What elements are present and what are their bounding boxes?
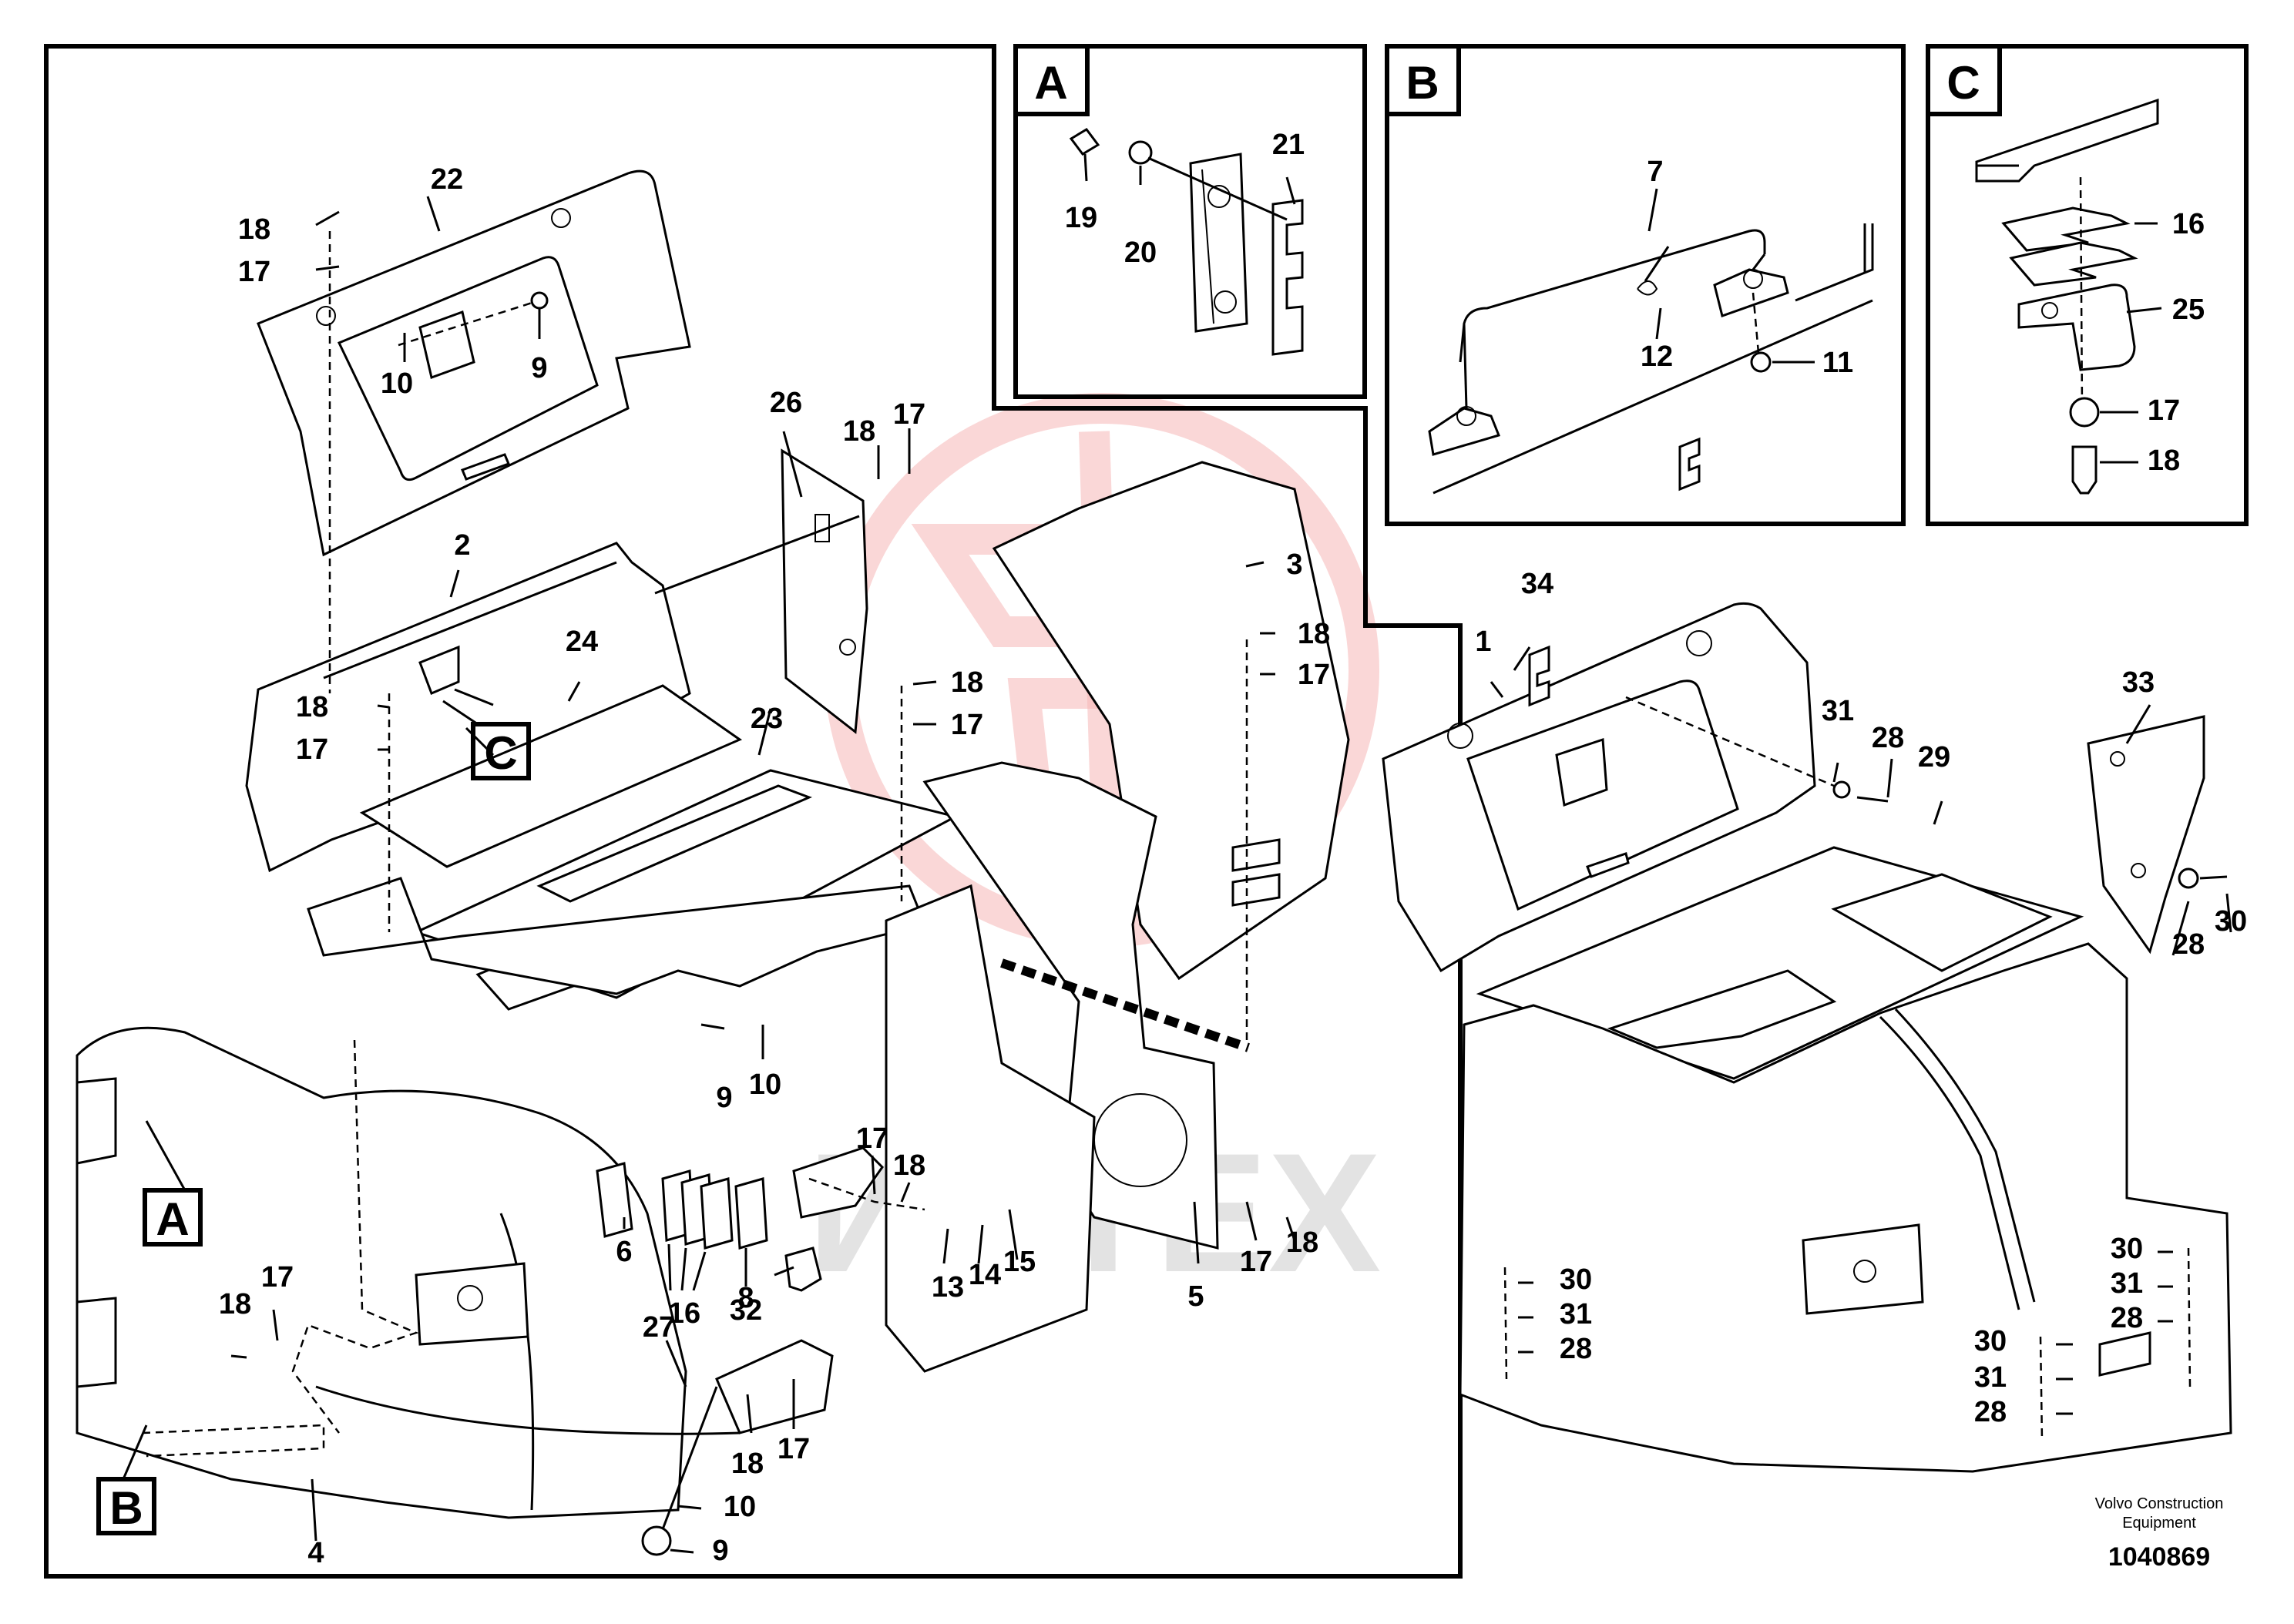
detail-c-title: C [1946,57,1980,109]
label-29: 29 [1918,741,1950,773]
label-17h: 17 [261,1261,294,1293]
label-17b: 17 [893,398,925,431]
label-33: 33 [2122,666,2155,699]
label-31d: 31 [2111,1267,2143,1300]
main-frame [44,44,1463,1579]
detail-c-tag [1926,44,2002,116]
main-leaders [122,196,1296,1554]
detail-a-title: A [1034,57,1067,109]
assembled-view [1382,602,2232,1473]
label-detail-c-18: 18 [2148,445,2180,477]
label-31b: 31 [1560,1298,1592,1330]
label-9b: 9 [716,1082,732,1114]
label-30a: 30 [2215,905,2247,938]
detail-a-tag [1013,44,1090,116]
label-28a: 28 [1872,722,1904,754]
label-18i: 18 [731,1448,764,1480]
label-17i: 17 [778,1433,810,1465]
callout-box-b [96,1477,156,1535]
label-27: 27 [643,1311,675,1344]
label-34: 34 [1521,568,1553,600]
label-18f: 18 [893,1149,925,1182]
label-18a: 18 [238,213,270,246]
label-detail-a-20: 20 [1124,237,1157,269]
label-23: 23 [751,703,783,735]
detail-b-handle: 7 12 11 [1428,156,1874,495]
label-10b: 10 [749,1069,781,1101]
label-15: 15 [1003,1246,1036,1278]
label-14: 14 [969,1259,1001,1291]
label-16: 16 [668,1297,700,1330]
exploded-assembly [76,169,1350,1556]
label-31a: 31 [1822,695,1854,727]
label-18d: 18 [1298,618,1330,650]
label-18g: 18 [1286,1226,1318,1259]
caption-line2: Equipment [2122,1515,2196,1532]
main-callouts: 22 18 17 9 10 26 18 17 2 24 18 17 3 18 1… [219,163,1330,1569]
label-detail-b-12: 12 [1641,341,1673,373]
detail-b-title: B [1406,57,1439,109]
label-8: 8 [737,1282,754,1314]
label-17a: 17 [238,256,270,288]
label-28e: 28 [2111,1302,2143,1334]
label-24: 24 [566,626,598,658]
label-17c: 17 [296,733,328,766]
detail-frame-a [1013,44,1367,399]
label-32: 32 [730,1294,762,1327]
callout-a: A [156,1193,189,1245]
label-17e: 17 [951,709,983,741]
label-9c: 9 [712,1535,728,1567]
detail-a-hinge: 21 19 20 [1065,128,1305,356]
callout-box-a [143,1188,203,1247]
label-2: 2 [454,529,470,562]
label-30d: 30 [2111,1233,2143,1265]
document-number: 1040869 [2108,1542,2210,1572]
label-28c: 28 [1560,1333,1592,1365]
label-31c: 31 [1974,1361,2007,1394]
detail-frame-b [1385,44,1906,526]
label-18c: 18 [296,691,328,723]
label-1: 1 [1475,626,1491,658]
label-4: 4 [307,1537,324,1569]
label-17d: 17 [1298,659,1330,691]
label-detail-b-11: 11 [1822,347,1853,379]
label-3: 3 [1286,549,1302,581]
right-callouts: 34 1 31 28 29 33 28 30 30 31 28 30 31 28… [1475,568,2247,1428]
label-17g: 17 [1240,1246,1272,1278]
detail-frame-c [1926,44,2249,526]
label-17f: 17 [856,1122,888,1155]
label-18b: 18 [843,415,875,448]
label-10c: 10 [724,1491,756,1523]
label-detail-c-17: 17 [2148,394,2180,427]
label-6: 6 [616,1236,632,1268]
detail-b-tag [1385,44,1461,116]
label-30c: 30 [1974,1325,2007,1357]
label-detail-c-16: 16 [2172,208,2205,240]
detail-c-bracket: 16 25 17 18 [1975,98,2205,495]
label-detail-c-25: 25 [2172,294,2205,326]
label-26: 26 [770,387,802,419]
label-detail-a-21: 21 [1272,129,1305,161]
caption-line1: Volvo Construction [2095,1495,2224,1512]
label-9a: 9 [531,352,547,384]
label-5: 5 [1187,1280,1204,1313]
label-detail-b-7: 7 [1647,156,1663,188]
label-22: 22 [431,163,463,196]
callout-box-c [471,722,531,780]
label-13: 13 [932,1271,964,1304]
label-28d: 28 [1974,1396,2007,1428]
label-10a: 10 [381,367,413,400]
label-18h: 18 [219,1288,251,1320]
callout-c: C [484,727,517,779]
label-detail-a-19: 19 [1065,202,1097,234]
callout-b: B [109,1482,143,1534]
label-28b: 28 [2172,928,2205,961]
label-30b: 30 [1560,1263,1592,1296]
label-18e: 18 [951,666,983,699]
